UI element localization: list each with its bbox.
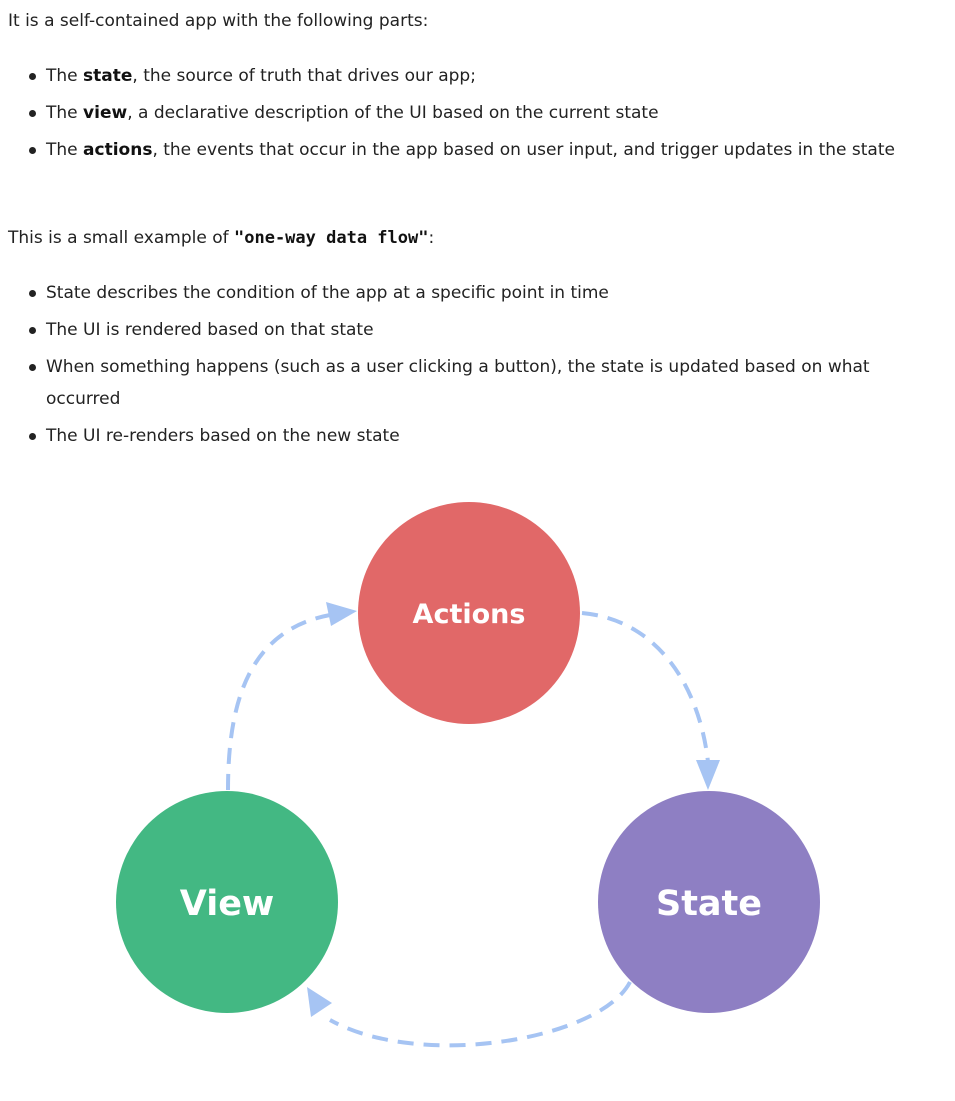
- flow-step: State describes the condition of the app…: [8, 277, 908, 309]
- list-item-view: The view, a declarative description of t…: [8, 97, 908, 129]
- state-node: State: [598, 791, 820, 1013]
- app-parts-list: The state, the source of truth that driv…: [8, 60, 908, 171]
- term-state: state: [83, 66, 133, 86]
- item-text: , the source of truth that drives our ap…: [132, 66, 476, 86]
- list-item-state: The state, the source of truth that driv…: [8, 60, 908, 92]
- actions-node: Actions: [358, 502, 580, 724]
- flow-intro-prefix: This is a small example of: [8, 228, 234, 248]
- item-text: , a declarative description of the UI ba…: [127, 103, 659, 123]
- flow-steps-list: State describes the condition of the app…: [8, 277, 908, 457]
- arrowhead-state-to-view: [307, 987, 332, 1017]
- item-prefix: The: [46, 140, 84, 160]
- arrow-state-to-view: [329, 981, 632, 1048]
- term-view: view: [83, 103, 128, 123]
- arrowhead-view-to-actions: [326, 602, 357, 626]
- flow-step: The UI is rendered based on that state: [8, 314, 908, 346]
- arrowhead-actions-to-state: [696, 760, 720, 790]
- item-text: , the events that occur in the app based…: [152, 140, 895, 160]
- view-node: View: [116, 791, 338, 1013]
- list-item-actions: The actions, the events that occur in th…: [8, 134, 908, 166]
- one-way-data-flow-diagram: Actions View State: [116, 502, 820, 1048]
- arrow-actions-to-state: [581, 611, 710, 763]
- flow-intro-suffix: :: [428, 228, 435, 248]
- actions-label: Actions: [413, 599, 526, 630]
- arrow-view-to-actions: [226, 613, 331, 791]
- flow-step: When something happens (such as a user c…: [8, 351, 908, 415]
- view-label: View: [180, 884, 275, 924]
- flow-step: The UI re-renders based on the new state: [8, 420, 908, 452]
- state-label: State: [656, 884, 762, 924]
- term-actions: actions: [83, 140, 153, 160]
- item-prefix: The: [46, 66, 84, 86]
- one-way-data-flow-term: "one-way data flow": [234, 228, 429, 248]
- item-prefix: The: [46, 103, 84, 123]
- intro-text: It is a self-contained app with the foll…: [8, 11, 429, 31]
- flow-intro-text: This is a small example of "one-way data…: [8, 226, 434, 250]
